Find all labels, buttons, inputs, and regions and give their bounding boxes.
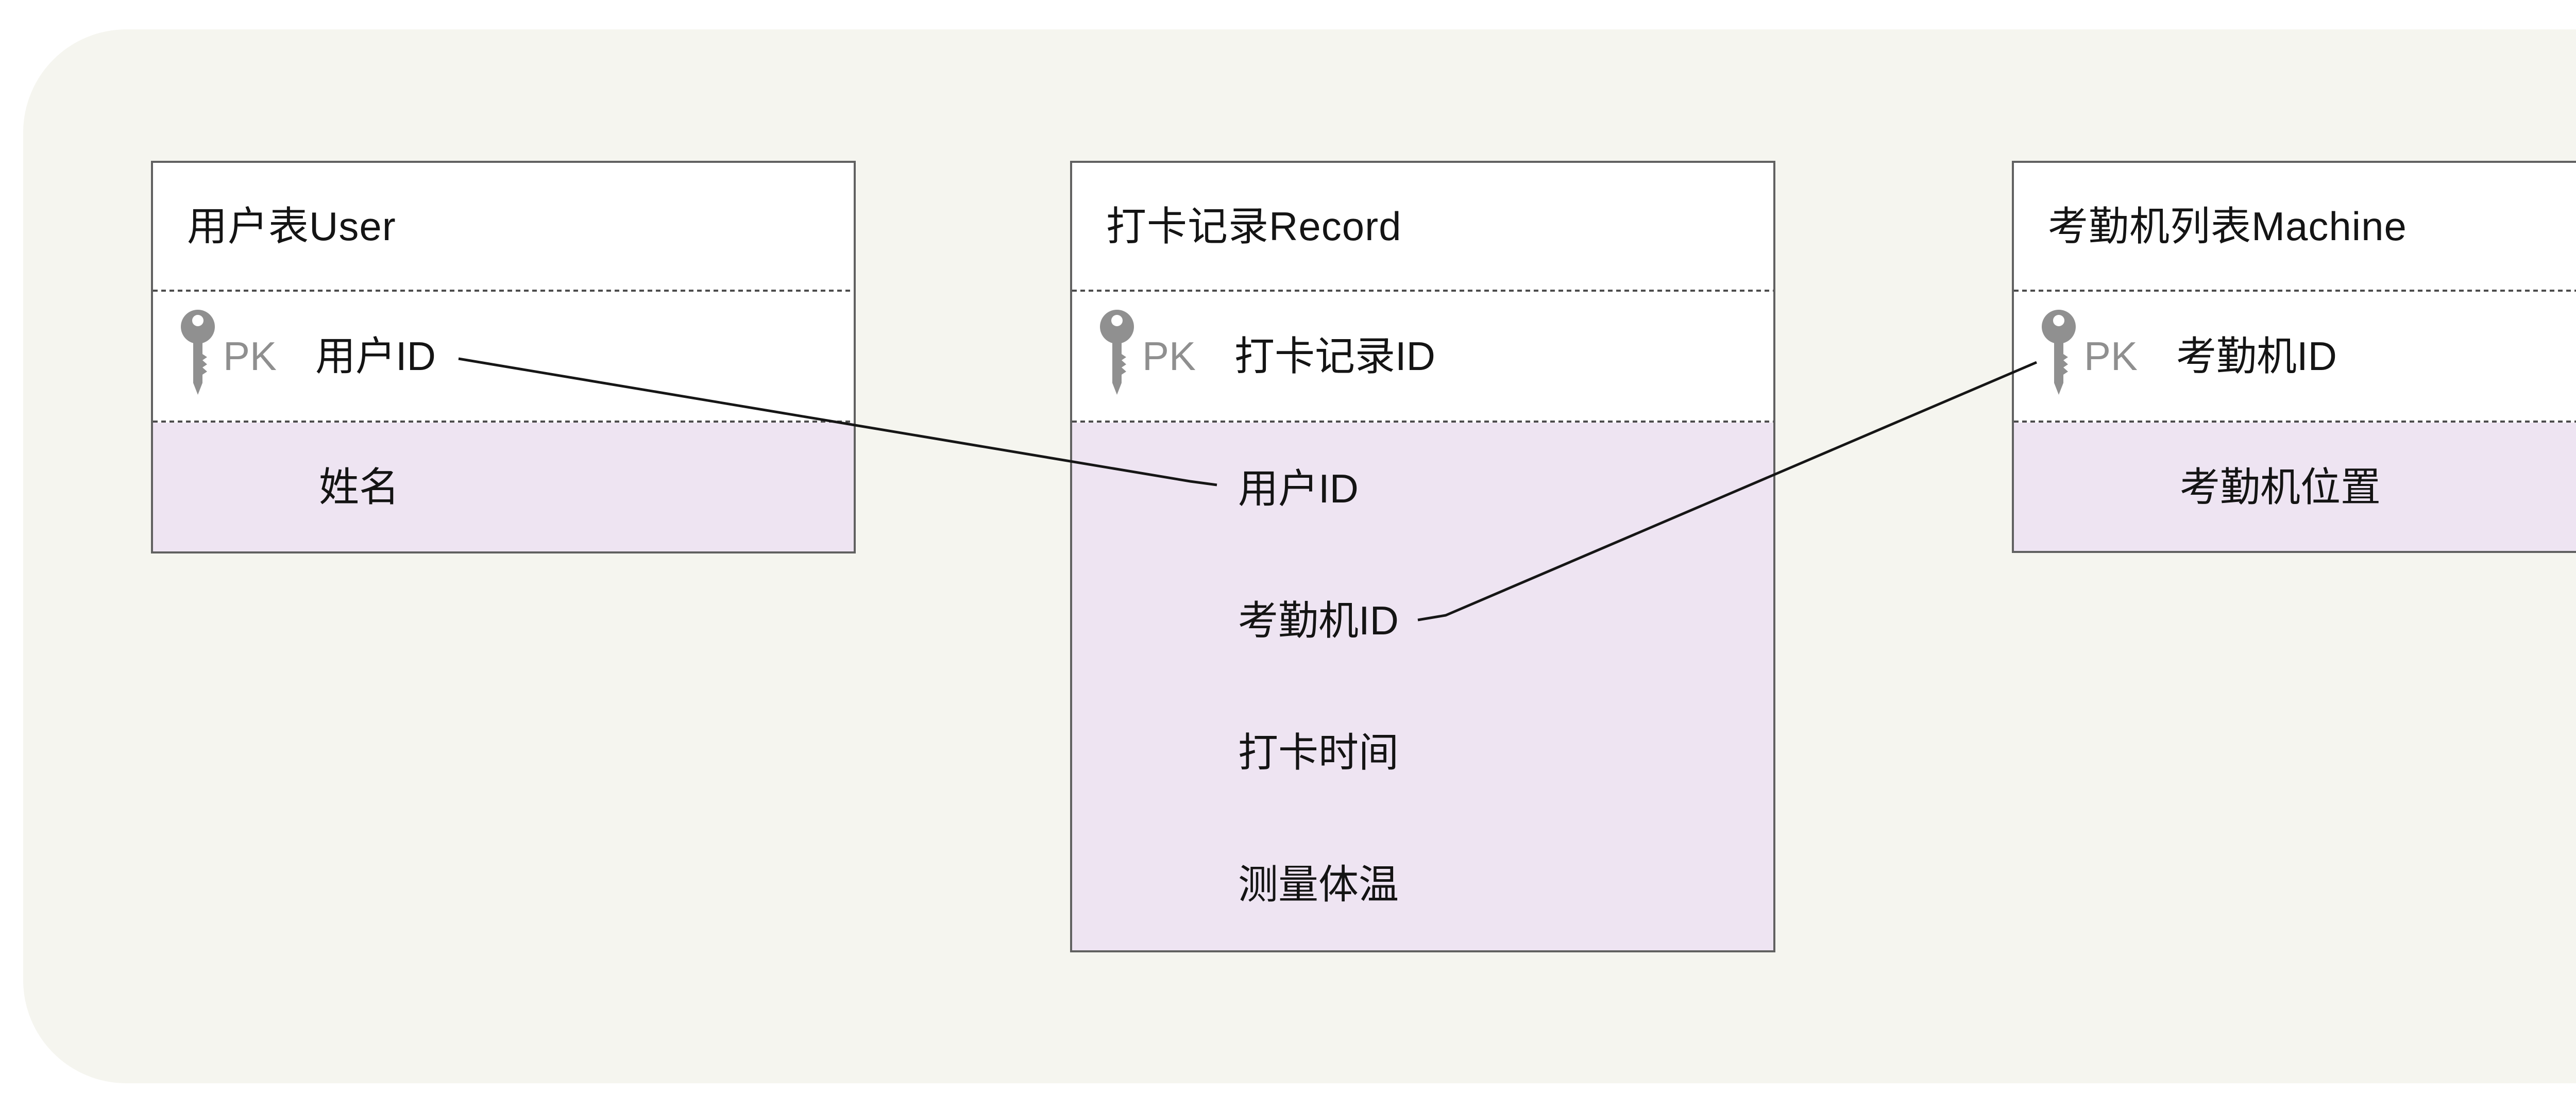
entity-user-table: 用户表User PK 用户ID 姓名	[151, 161, 856, 553]
attribute-row: 考勤机位置	[2014, 423, 2576, 551]
primary-key-row: PK 用户ID	[153, 292, 854, 421]
entity-machine-table: 考勤机列表Machine PK 考勤机ID 考勤机位置	[2012, 161, 2576, 553]
attribute-label: 用户ID	[1238, 466, 1359, 511]
pk-label: PK	[1142, 333, 1196, 379]
pk-attribute: 用户ID	[315, 333, 436, 379]
key-icon	[2041, 310, 2077, 402]
attribute-row: 用户ID	[1072, 423, 1773, 555]
attribute-label: 测量体温	[1238, 862, 1399, 907]
entity-record-table: 打卡记录Record PK 打卡记录ID 用户ID 考勤机ID 打卡时间 测量体…	[1070, 161, 1775, 952]
primary-key-row: PK 考勤机ID	[2014, 292, 2576, 421]
row-separator	[1072, 290, 1773, 292]
row-separator	[153, 290, 854, 292]
row-separator	[2014, 421, 2576, 423]
pk-attribute: 考勤机ID	[2176, 333, 2337, 379]
entity-title: 考勤机列表Machine	[2048, 204, 2407, 249]
attribute-label: 姓名	[319, 464, 400, 510]
primary-key-row: PK 打卡记录ID	[1072, 292, 1773, 421]
key-icon	[1099, 310, 1135, 402]
attribute-row: 考勤机ID	[1072, 555, 1773, 686]
attribute-label: 打卡时间	[1238, 730, 1399, 775]
attribute-label: 考勤机ID	[1238, 598, 1399, 643]
pk-attribute: 打卡记录ID	[1234, 333, 1436, 379]
pk-label: PK	[223, 333, 277, 379]
attribute-row: 姓名	[153, 423, 854, 551]
attribute-row: 测量体温	[1072, 818, 1773, 950]
row-separator	[2014, 290, 2576, 292]
attribute-row: 打卡时间	[1072, 686, 1773, 818]
entity-title: 用户表User	[187, 204, 396, 249]
entity-title: 打卡记录Record	[1106, 204, 1402, 249]
pk-label: PK	[2084, 333, 2138, 379]
key-icon	[180, 310, 216, 402]
attribute-label: 考勤机位置	[2180, 464, 2381, 510]
